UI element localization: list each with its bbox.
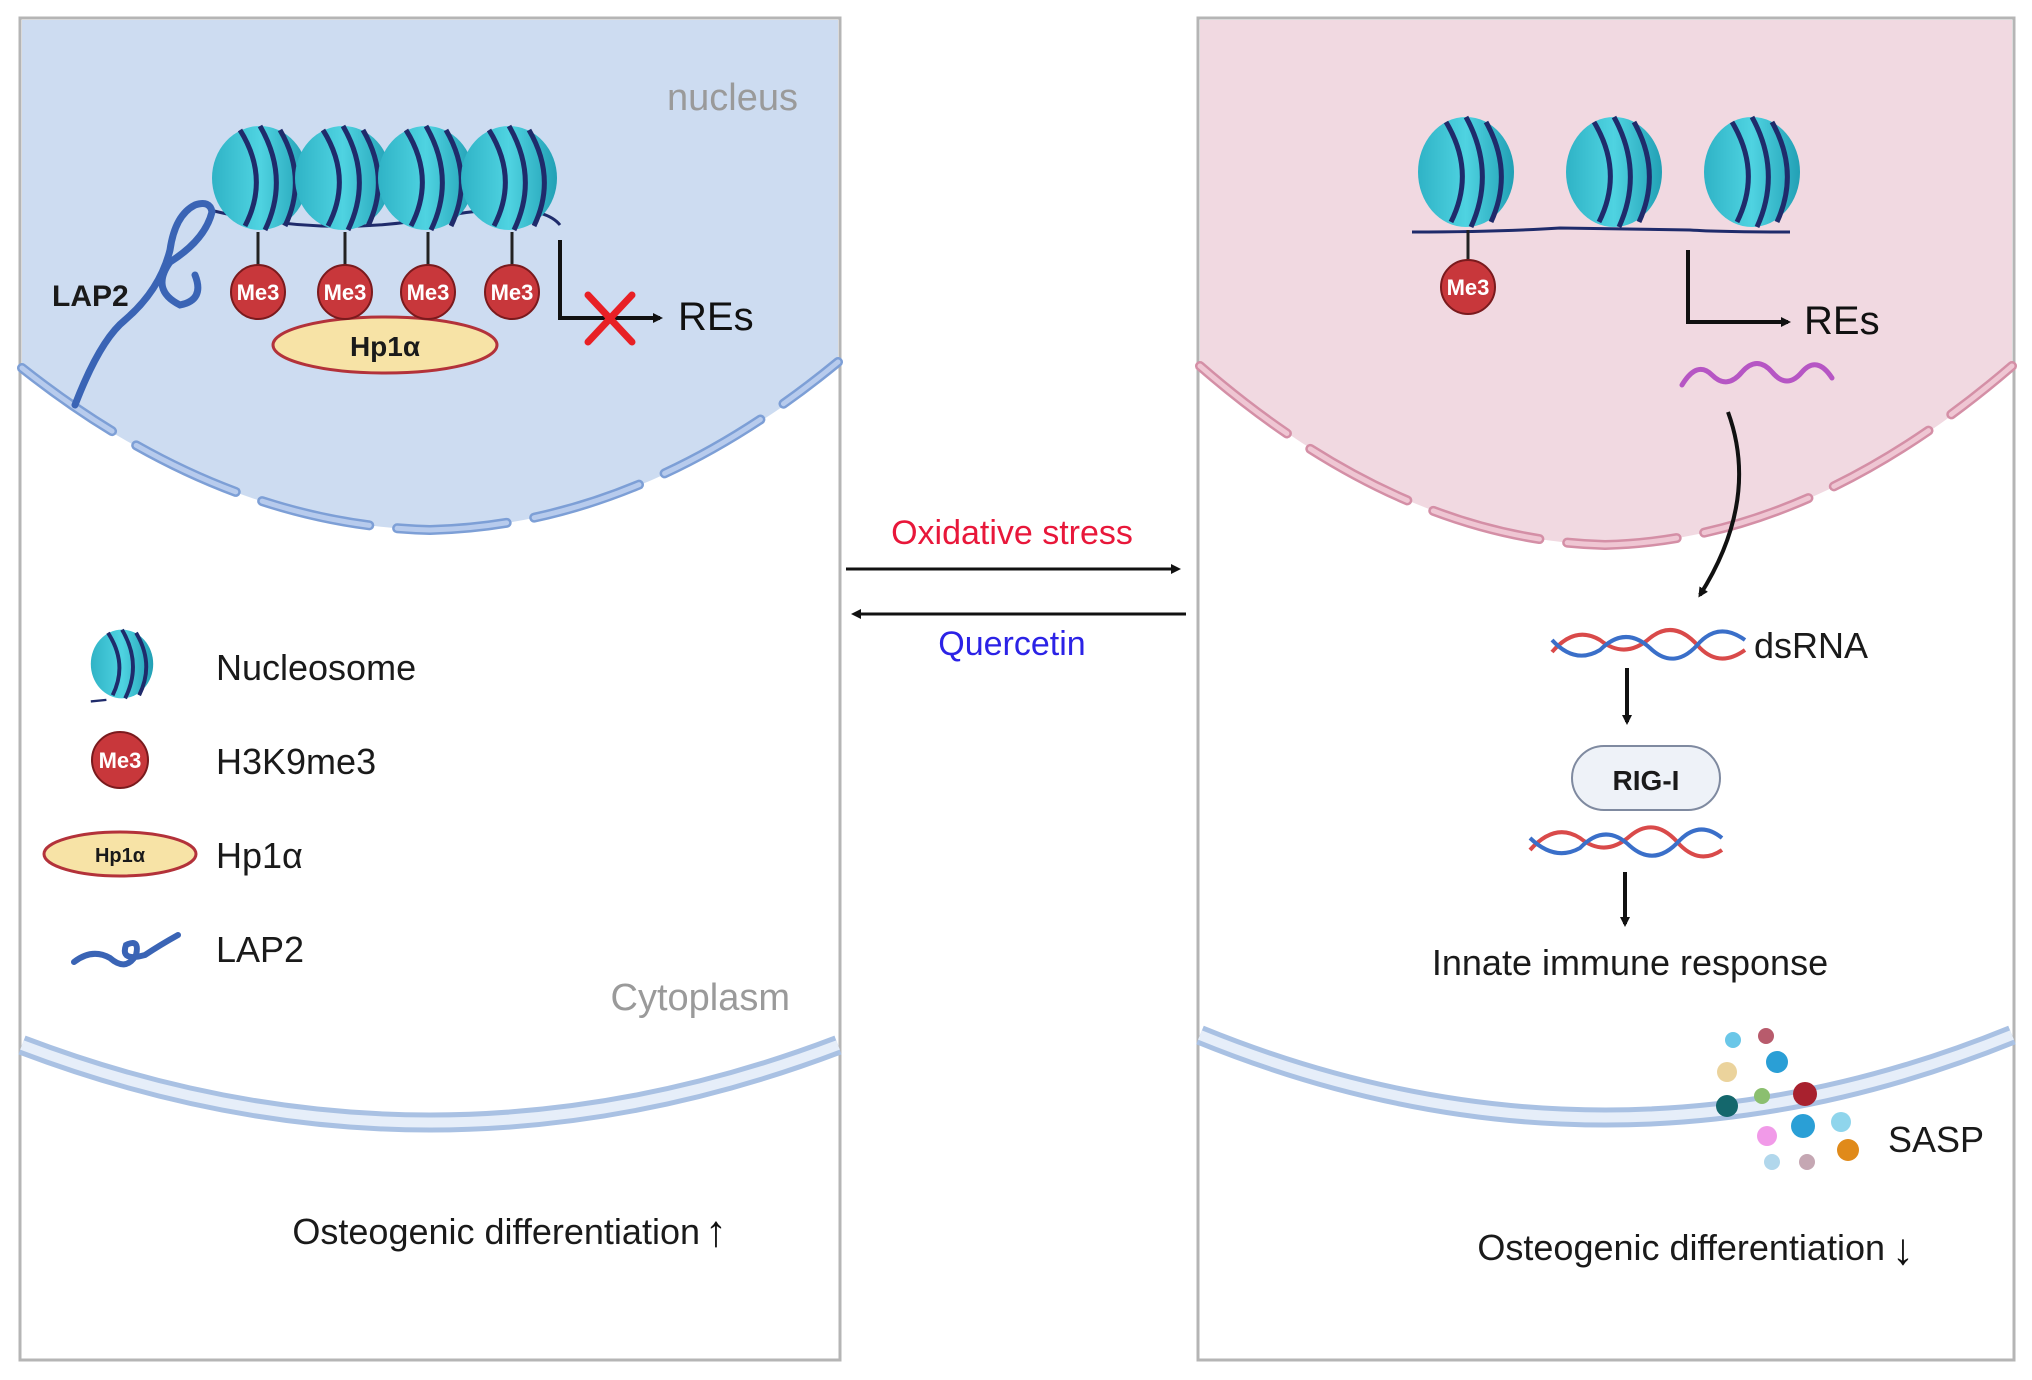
nucleosome-icon [378, 124, 474, 232]
dsrna-bound-icon [1528, 825, 1724, 859]
nucleosome-icon [461, 124, 557, 232]
cytoplasm-label: Cytoplasm [611, 977, 791, 1019]
nucleosome-icon [212, 124, 308, 232]
h3k9me3-mark: Me3 [230, 264, 286, 320]
svg-text:↓: ↓ [1892, 1225, 1914, 1274]
hp1a-protein: Hp1α [271, 315, 499, 375]
svg-text:Me3: Me3 [99, 748, 142, 773]
quercetin-label: Quercetin [938, 625, 1085, 663]
svg-text:Me3: Me3 [407, 280, 450, 305]
innate-immune-response-label: Innate immune response [1432, 942, 1828, 983]
legend: Nucleosome Me3 H3K9me3 Hp1α Hp1α LAP2 [42, 628, 416, 970]
svg-text:Me3: Me3 [1447, 275, 1490, 300]
nucleosome-icon [1704, 115, 1800, 229]
svg-text:Me3: Me3 [237, 280, 280, 305]
legend-label-hp1a: Hp1α [216, 835, 303, 876]
legend-label-lap2: LAP2 [216, 929, 304, 970]
left-panel: nucleus Hp1α [17, 16, 843, 1362]
blocked-transcription-x [584, 291, 636, 346]
h3k9me3-mark: Me3 [400, 264, 456, 320]
svg-text:RIG-I: RIG-I [1613, 765, 1680, 796]
svg-text:↑: ↑ [705, 1207, 727, 1256]
nucleus-label: nucleus [667, 77, 798, 119]
sasp-label: SASP [1888, 1119, 1984, 1160]
nucleosome-icon [1566, 115, 1662, 229]
svg-text:Hp1α: Hp1α [350, 331, 420, 362]
left-result: Osteogenic differentiation ↑ [292, 1207, 727, 1256]
lap2-strand [71, 200, 216, 409]
right-panel: Me3 REs dsRNA RIG-I Innate immune respon… [1195, 16, 2017, 1362]
h3k9me3-icon: Me3 [91, 731, 149, 789]
hp1a-icon: Hp1α [42, 830, 198, 878]
lap2-label: LAP2 [52, 280, 129, 313]
transition-arrows: Oxidative stress Quercetin [846, 514, 1186, 663]
oxidative-stress-label: Oxidative stress [891, 514, 1133, 552]
svg-text:Hp1α: Hp1α [95, 845, 146, 867]
lap2-icon [71, 932, 181, 968]
dsrna-label: dsRNA [1754, 625, 1868, 666]
res-label-right: REs [1804, 299, 1880, 343]
dsrna-icon [1550, 628, 1747, 661]
right-result: Osteogenic differentiation ↓ [1477, 1225, 1914, 1274]
h3k9me3-mark: Me3 [484, 264, 540, 320]
legend-label-nucleosome: Nucleosome [216, 647, 416, 688]
res-label-left: REs [678, 295, 754, 339]
svg-text:Me3: Me3 [491, 280, 534, 305]
nucleosome-icon [1418, 115, 1514, 229]
svg-text:Me3: Me3 [324, 280, 367, 305]
h3k9me3-mark: Me3 [317, 264, 373, 320]
h3k9me3-mark: Me3 [1440, 259, 1496, 315]
right-nucleus [1200, 20, 2012, 545]
legend-label-h3k9me3: H3K9me3 [216, 741, 376, 782]
re-transcript-rna [1679, 361, 1835, 388]
svg-text:Osteogenic differentiation: Osteogenic differentiation [292, 1211, 700, 1252]
rig-i-protein: RIG-I [1571, 745, 1721, 811]
nucleosome-icon [295, 124, 391, 232]
nucleosome-icon [90, 628, 154, 703]
svg-text:Osteogenic differentiation: Osteogenic differentiation [1477, 1227, 1885, 1268]
sasp-particles [1716, 1028, 1859, 1170]
